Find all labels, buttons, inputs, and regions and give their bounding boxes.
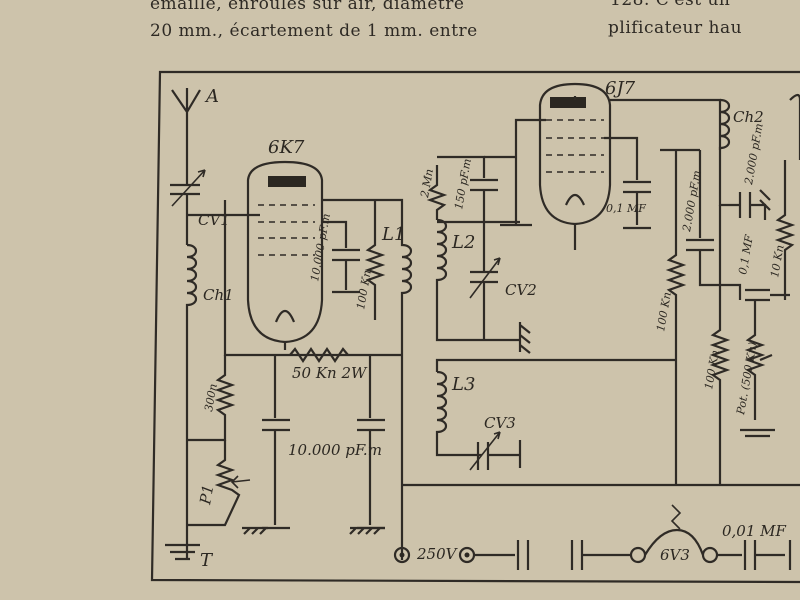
capacitor-10000-left bbox=[262, 355, 290, 530]
plate-wire bbox=[573, 96, 722, 150]
capacitor-01mf-right bbox=[720, 283, 790, 302]
cap-10000-top-label: 10.000 pF.m bbox=[308, 212, 333, 282]
tube2-label: 6J7 bbox=[605, 78, 636, 99]
l3-label: L3 bbox=[451, 374, 475, 395]
ground-l2 bbox=[518, 322, 531, 354]
cap150-label: 150 pF.m bbox=[452, 158, 474, 211]
tube3-partial bbox=[789, 93, 800, 160]
text-line-right-2: plificateur hau bbox=[608, 18, 743, 38]
capacitor-10000-top bbox=[322, 220, 360, 294]
r100k-l1-label: 100 Kn bbox=[354, 269, 374, 310]
cv2-label: CV2 bbox=[505, 281, 537, 299]
r100k-mid-label: 100 Kn bbox=[654, 291, 674, 332]
tube2-grid-wire bbox=[484, 118, 546, 227]
ch1-label: Ch1 bbox=[203, 286, 234, 304]
ground-symbol-main bbox=[165, 543, 200, 561]
resistor-10k bbox=[774, 160, 796, 300]
p1-label: P1 bbox=[196, 483, 217, 506]
r50k-label: 50 Kn 2W bbox=[292, 364, 368, 382]
cv3-label: CV3 bbox=[484, 414, 516, 432]
supply-terminals bbox=[393, 504, 792, 570]
ground-p1 bbox=[242, 526, 268, 535]
coil-l3 bbox=[435, 358, 676, 457]
text-line-left-2: 20 mm., écartement de 1 mm. entre bbox=[150, 21, 478, 41]
coil-l2 bbox=[435, 218, 520, 342]
heater-label: 6V3 bbox=[660, 546, 690, 564]
antenna-label: A bbox=[204, 86, 219, 107]
text-line-left-1: émaillé, enroulés sur air, diamètre bbox=[150, 0, 465, 14]
l1-label: L1 bbox=[381, 224, 405, 245]
resistor-100k-mid bbox=[660, 148, 700, 485]
resistor-300 bbox=[187, 355, 236, 442]
text-line-right-1: 128. C'est un bbox=[610, 0, 731, 10]
choke-ch2 bbox=[718, 98, 731, 175]
capacitor-01mf bbox=[604, 136, 651, 230]
ch2-label: Ch2 bbox=[733, 108, 764, 126]
hv-label: 250V bbox=[416, 545, 459, 563]
ground-caps bbox=[349, 526, 385, 535]
cap01-right-label: 0,1 MF bbox=[736, 234, 756, 276]
cap-10000-bottom-label: 10.000 pF.m bbox=[288, 441, 382, 459]
coil-l1 bbox=[322, 198, 413, 560]
variable-capacitor-cv2 bbox=[469, 222, 501, 340]
r2m-label: 2 Mn bbox=[418, 168, 436, 200]
resistor-50k bbox=[289, 347, 349, 363]
antenna-symbol bbox=[171, 88, 201, 160]
capacitor-10000-right bbox=[357, 355, 385, 530]
variable-capacitor-cv1 bbox=[170, 160, 206, 245]
variable-capacitor-cv3 bbox=[469, 431, 520, 471]
tube-6j7 bbox=[538, 82, 612, 250]
potentiometer-volume bbox=[740, 300, 775, 438]
tube1-label: 6K7 bbox=[268, 137, 305, 158]
potentiometer-p1 bbox=[187, 440, 251, 527]
schematic-frame bbox=[150, 70, 800, 584]
resistor-100k-right bbox=[709, 205, 731, 485]
tube-6k7 bbox=[246, 160, 324, 350]
capacitor-2000-mid bbox=[686, 150, 720, 287]
r10k-label: 10 Kn bbox=[768, 244, 786, 279]
choke-ch1 bbox=[185, 243, 198, 560]
l2-label: L2 bbox=[451, 232, 475, 253]
cap001-label: 0,01 MF bbox=[722, 522, 787, 540]
resistor-2m bbox=[426, 165, 448, 220]
cap-01mf-label: 0,1 MF bbox=[606, 202, 646, 215]
cap2000-right-label: 2.000 pF.m bbox=[742, 122, 766, 186]
ground-label: T bbox=[200, 550, 214, 571]
r300-label: 300n bbox=[202, 383, 220, 413]
